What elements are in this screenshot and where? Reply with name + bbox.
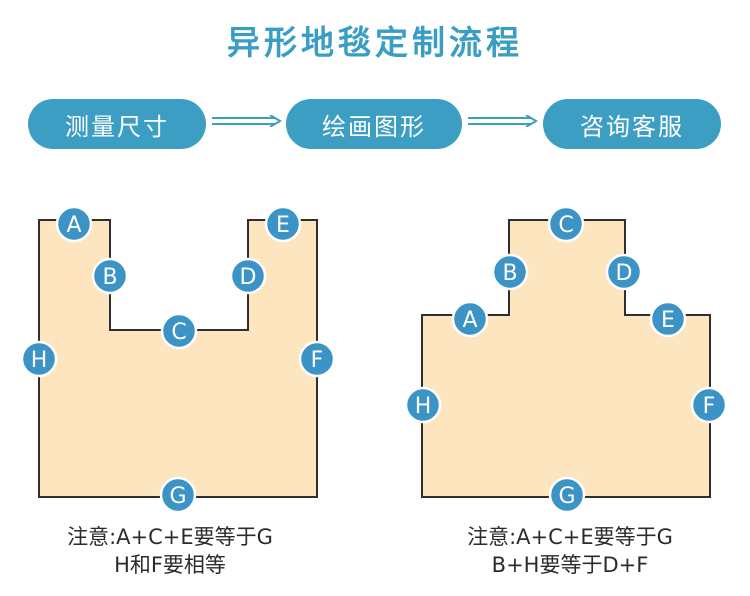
badge-label: A [462, 308, 477, 333]
u-shape-badge-c: C [160, 312, 198, 350]
badge-circle [451, 300, 489, 338]
step-consult: 咨询客服 [543, 99, 721, 149]
badge-circle [690, 386, 728, 424]
t-shape-badge-a: A [451, 300, 489, 338]
badge-label: H [415, 394, 432, 419]
step-measure: 测量尺寸 [28, 99, 206, 149]
badge-label: C [558, 213, 573, 238]
t-shape-badge-h: H [404, 386, 442, 424]
badge-circle [298, 340, 336, 378]
badge-label: C [171, 320, 186, 345]
t-shape-badge-g: G [548, 476, 586, 514]
u-shape-badge-d: D [229, 257, 267, 295]
process-flow: 测量尺寸 绘画图形 咨询客服 [0, 0, 750, 180]
badge-circle [264, 205, 302, 243]
u-shape-badge-g: G [159, 476, 197, 514]
badge-label: H [31, 348, 48, 373]
note-left-line-2: H和F要相等 [114, 553, 226, 577]
badge-label: F [311, 348, 324, 373]
badge-circle [229, 257, 267, 295]
badge-label: E [276, 213, 290, 238]
badge-circle [91, 257, 129, 295]
u-shape-badge-e: E [264, 205, 302, 243]
badge-circle [547, 205, 585, 243]
u-shape-badge-a: A [55, 205, 93, 243]
note-left: 注意:A+C+E要等于G H和F要相等 [20, 523, 320, 579]
badge-label: E [661, 308, 675, 333]
note-right: 注意:A+C+E要等于G B+H要等于D+F [410, 523, 730, 579]
badge-circle [649, 300, 687, 338]
badge-circle [548, 476, 586, 514]
note-right-line-1: 注意:A+C+E要等于G [467, 525, 673, 549]
u-shape-outline [38, 219, 318, 498]
double-arrow-icon [468, 115, 538, 127]
badge-label: B [102, 265, 117, 290]
double-arrow-icon [212, 115, 282, 127]
badge-label: A [66, 213, 81, 238]
badge-circle [404, 386, 442, 424]
diagram-u-shape: A B C D E F G H [20, 205, 336, 514]
badge-label: G [558, 484, 575, 509]
step-draw: 绘画图形 [286, 99, 462, 149]
badge-circle [159, 476, 197, 514]
diagram-t-shape: AB C D E F G H [404, 205, 728, 514]
t-shape-badge-b: B [491, 253, 529, 291]
badge-label: G [169, 484, 186, 509]
badge-label: F [703, 394, 716, 419]
badge-circle [491, 253, 529, 291]
badge-label: B [502, 261, 517, 286]
t-shape-badge-d: D [605, 253, 643, 291]
t-shape-badge-c: C [547, 205, 585, 243]
t-shape-badges: AB C D E F G H [404, 205, 728, 514]
badge-label: D [240, 265, 257, 290]
badge-circle [55, 205, 93, 243]
t-shape-outline [421, 219, 711, 498]
u-shape-badge-f: F [298, 340, 336, 378]
note-left-line-1: 注意:A+C+E要等于G [67, 525, 273, 549]
badge-label: D [616, 261, 633, 286]
page-title: 异形地毯定制流程 [227, 23, 523, 62]
u-shape-badges: A B C D E F G H [20, 205, 336, 514]
u-shape-badge-h: H [20, 340, 58, 378]
note-right-line-2: B+H要等于D+F [491, 553, 649, 577]
badge-circle [605, 253, 643, 291]
t-shape-badge-f: F [690, 386, 728, 424]
badge-circle [20, 340, 58, 378]
t-shape-badge-e: E [649, 300, 687, 338]
u-shape-badge-b: B [91, 257, 129, 295]
badge-circle [160, 312, 198, 350]
